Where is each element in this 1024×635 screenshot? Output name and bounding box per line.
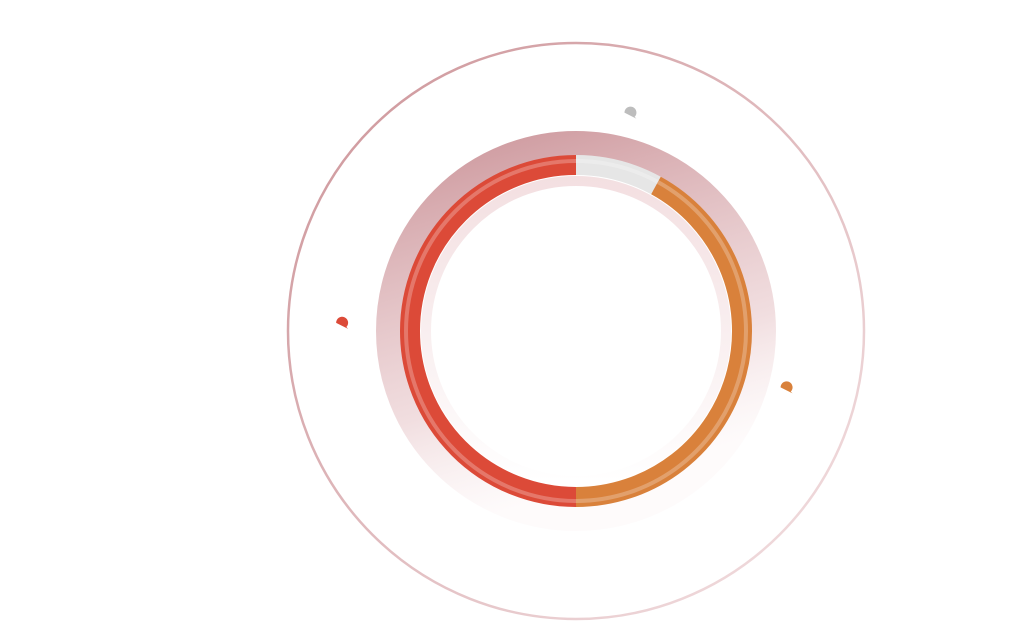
slice-markers <box>336 106 793 394</box>
donut-slice-2 <box>575 176 752 507</box>
inner-fade-ring <box>421 176 731 486</box>
donut-hole <box>432 187 720 475</box>
marker-orange-icon <box>780 381 793 394</box>
outer-outline-ring <box>286 41 866 621</box>
halo-ring <box>376 131 776 531</box>
donut-slice-3 <box>400 155 577 507</box>
marker-red-icon <box>336 316 349 329</box>
donut-slice-highlight-2 <box>575 180 748 503</box>
donut-slices <box>400 155 752 507</box>
donut-slice-highlight-3 <box>404 159 577 503</box>
donut-slice-1 <box>575 155 661 195</box>
marker-gray-icon <box>624 106 637 119</box>
donut-slice-highlight-1 <box>575 159 659 184</box>
